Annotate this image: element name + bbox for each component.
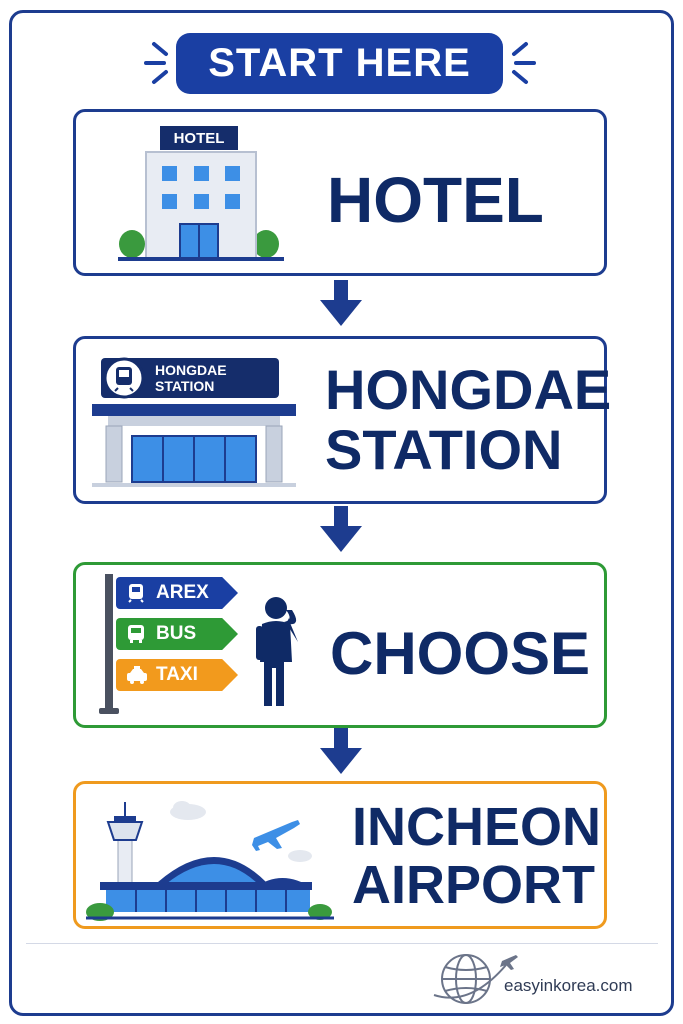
hotel-sign: HOTEL — [160, 126, 238, 150]
train-icon — [103, 357, 145, 399]
thinking-person-icon — [256, 597, 298, 706]
step-airport-label-line2: AIRPORT — [352, 855, 595, 915]
step-airport-label-line1: INCHEON — [352, 797, 602, 857]
footer-divider — [26, 943, 658, 944]
arex-label: AREX — [156, 582, 209, 603]
airport-illustration — [86, 801, 334, 921]
signpost-icon — [99, 574, 119, 714]
start-here-label: START HERE — [208, 41, 471, 85]
step-station-label-line2: STATION — [325, 418, 563, 481]
airport-terminal-icon — [100, 857, 312, 912]
step-choose-label: CHOOSE — [330, 620, 591, 687]
down-arrow-icon — [320, 280, 362, 326]
taxi-label: TAXI — [156, 664, 198, 685]
bus-icon — [128, 625, 144, 643]
train-icon — [128, 584, 144, 603]
arex-option: AREX — [116, 577, 238, 609]
taxi-icon — [127, 666, 147, 684]
bus-option: BUS — [116, 618, 238, 650]
hotel-sign-text: HOTEL — [173, 129, 225, 147]
step-station-label-line1: HONGDAE — [325, 358, 612, 421]
down-arrow-icon — [320, 506, 362, 552]
station-sign-text: HONGDAE STATION — [155, 362, 227, 394]
hotel-building-icon — [118, 151, 284, 261]
down-arrow-icon — [320, 728, 362, 774]
footer-site[interactable]: easyinkorea.com — [504, 976, 633, 995]
station-building-icon — [92, 404, 296, 487]
bus-label: BUS — [156, 623, 197, 644]
start-here-badge: START HERE — [176, 33, 503, 94]
sparkle-icon — [144, 42, 168, 84]
taxi-option: TAXI — [116, 659, 238, 691]
airplane-icon — [252, 820, 300, 851]
sparkle-icon — [512, 42, 536, 84]
step-hotel-label: HOTEL — [327, 164, 544, 236]
cloud-icon — [170, 801, 312, 862]
globe-plane-icon — [433, 954, 518, 1004]
